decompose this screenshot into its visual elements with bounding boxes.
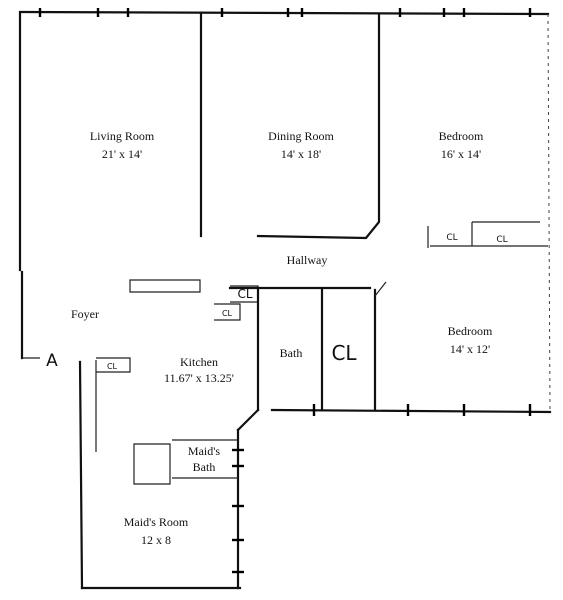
bath-label: Bath xyxy=(280,346,303,360)
bedroom-closet-right-label: CL xyxy=(496,235,507,245)
dining-room-label: Dining Room xyxy=(268,129,334,143)
foyer-label: Foyer xyxy=(71,307,99,321)
foyer-closet-label: CL xyxy=(222,309,233,318)
living-room-size: 21' x 14' xyxy=(102,147,142,161)
maids-room-left-wall xyxy=(78,360,84,590)
outer-walls xyxy=(18,10,552,590)
kitchen-left-closet xyxy=(96,357,131,373)
maids-bath-label-line1: Maid's xyxy=(188,444,220,458)
maids-bath-fixture xyxy=(133,443,171,485)
interior-walls xyxy=(22,12,548,590)
top-wall xyxy=(20,10,550,16)
bath-closet-label: CL xyxy=(331,341,357,365)
right-wall-dashed xyxy=(547,13,551,413)
bedroom2-door-swing xyxy=(374,281,387,297)
bedroom2-size: 14' x 12' xyxy=(450,342,490,356)
maids-room-size: 12 x 8 xyxy=(141,533,171,547)
maids-room-label: Maid's Room xyxy=(124,515,189,529)
wall-ticks xyxy=(38,8,532,574)
dining-room-size: 14' x 18' xyxy=(281,147,321,161)
bottom-right-wall xyxy=(270,408,552,414)
bedroom2-label: Bedroom xyxy=(448,324,493,338)
kitchen-size: 11.67' x 13.25' xyxy=(164,371,234,385)
kitchen-diagonal xyxy=(236,408,260,432)
hallway-label: Hallway xyxy=(287,253,328,267)
living-room-label: Living Room xyxy=(90,129,155,143)
entrance-marker: A xyxy=(46,351,58,371)
kitchen-top-counter xyxy=(129,279,201,293)
foyer-closet-box xyxy=(214,303,241,321)
dining-bedroom-divider xyxy=(256,12,381,240)
kitchen-closet-label: CL xyxy=(107,362,118,371)
maids-bath-label-line2: Bath xyxy=(193,460,216,474)
hall-closet-label: CL xyxy=(237,287,252,301)
bedroom1-label: Bedroom xyxy=(439,129,484,143)
bedroom1-size: 16' x 14' xyxy=(441,147,481,161)
kitchen-label: Kitchen xyxy=(180,355,218,369)
bedroom-closet-left-label: CL xyxy=(446,233,457,243)
